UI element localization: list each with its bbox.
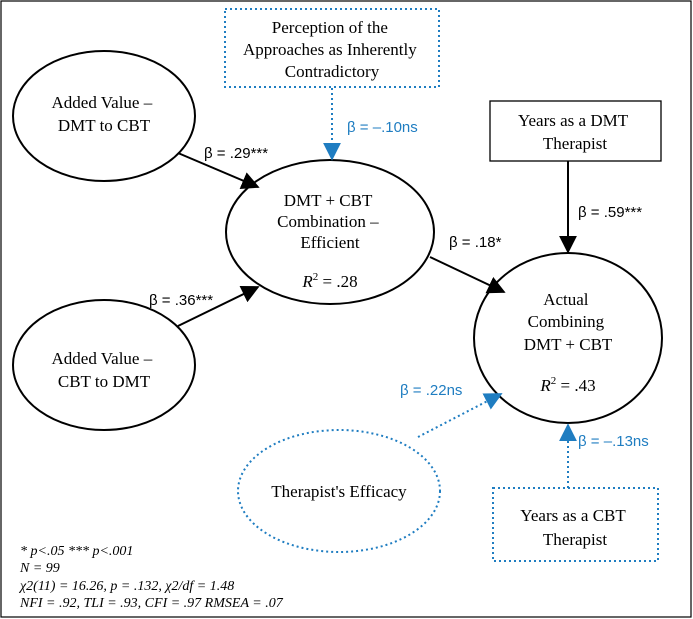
label-line: Combination – [277, 212, 379, 231]
node-added-value-cbt-to-dmt: Added Value – CBT to DMT [12, 299, 196, 431]
label-line: Years as a CBT [520, 506, 626, 525]
label-line: Approaches as Inherently [243, 40, 417, 59]
label-line: Perception of the [272, 18, 388, 37]
box-years-dmt [489, 100, 662, 162]
node-added-value-dmt-to-cbt: Added Value – DMT to CBT [12, 50, 196, 182]
box-perception [224, 8, 440, 88]
label-line: DMT + CBT [284, 191, 373, 210]
beta-combination-actual: β = .18* [449, 234, 502, 251]
path-arrow-dmt-to-cbt-to-combination [177, 152, 260, 189]
node-years-cbt: Years as a CBT Therapist [492, 487, 659, 562]
node-label-actual-combining: Actual Combining DMT + CBT [524, 290, 613, 354]
label-line: CBT to DMT [58, 372, 151, 391]
label-line: Therapist [543, 134, 607, 153]
beta-perception-combination: β = –.10ns [347, 119, 418, 136]
r-squared-combination: R2 = .28 [301, 271, 357, 291]
label-line: Therapist [543, 530, 607, 549]
sample-size: N = 99 [19, 561, 60, 576]
node-actual-combining: Actual Combining DMT + CBT R2 = .43 [473, 252, 663, 424]
beta-cbt-to-dmt-combination: β = .36*** [149, 292, 213, 309]
label-line: Efficient [300, 233, 359, 252]
label-line: Added Value – [52, 93, 153, 112]
node-therapist-efficacy: Therapist's Efficacy [237, 429, 441, 553]
node-perception: Perception of the Approaches as Inherent… [224, 8, 440, 88]
node-combination-efficient: DMT + CBT Combination – Efficient R2 = .… [225, 159, 435, 305]
box-years-cbt [492, 487, 659, 562]
r-squared-combination-value: .28 [336, 272, 357, 291]
node-label-added-value-cbt-to-dmt: Added Value – CBT to DMT [52, 349, 157, 391]
path-arrow-combination-to-actual [429, 256, 506, 294]
node-label-combination-efficient: DMT + CBT Combination – Efficient [277, 191, 383, 252]
fit-indices: NFI = .92, TLI = .93, CFI = .97 RMSEA = … [19, 596, 284, 611]
label-line: Contradictory [285, 62, 380, 81]
beta-dmt-to-cbt-combination: β = .29*** [204, 145, 268, 162]
label-line: Actual [543, 290, 589, 309]
label-line: Years as a DMT [518, 111, 629, 130]
label-line: DMT to CBT [58, 116, 151, 135]
path-arrow-efficacy-to-actual [417, 393, 503, 438]
r-squared-actual-value: .43 [574, 376, 595, 395]
r-squared-actual: R2 = .43 [539, 375, 595, 395]
ellipse-therapist-efficacy [237, 429, 441, 553]
label-line: DMT + CBT [524, 335, 613, 354]
ellipse-added-value-dmt-to-cbt [12, 50, 196, 182]
label-line: Combining [528, 312, 605, 331]
model-statistics: * p<.05 *** p<.001 N = 99 χ2(11) = 16.26… [18, 544, 284, 611]
beta-efficacy-actual: β = .22ns [400, 382, 462, 399]
label-line: Added Value – [52, 349, 153, 368]
beta-years-dmt-actual: β = .59*** [578, 204, 642, 221]
node-label-perception: Perception of the Approaches as Inherent… [243, 18, 421, 81]
node-label-years-cbt: Years as a CBT Therapist [520, 506, 629, 549]
path-arrow-cbt-to-dmt-to-combination [177, 286, 260, 327]
node-years-dmt: Years as a DMT Therapist [489, 100, 662, 162]
ellipse-added-value-cbt-to-dmt [12, 299, 196, 431]
node-label-years-dmt: Years as a DMT Therapist [518, 111, 632, 153]
chi-square-stats: χ2(11) = 16.26, p = .132, χ2/df = 1.48 [18, 579, 234, 594]
beta-years-cbt-actual: β = –.13ns [578, 433, 649, 450]
node-label-therapist-efficacy: Therapist's Efficacy [271, 482, 407, 501]
node-label-added-value-dmt-to-cbt: Added Value – DMT to CBT [52, 93, 157, 135]
significance-legend: * p<.05 *** p<.001 [20, 544, 133, 559]
